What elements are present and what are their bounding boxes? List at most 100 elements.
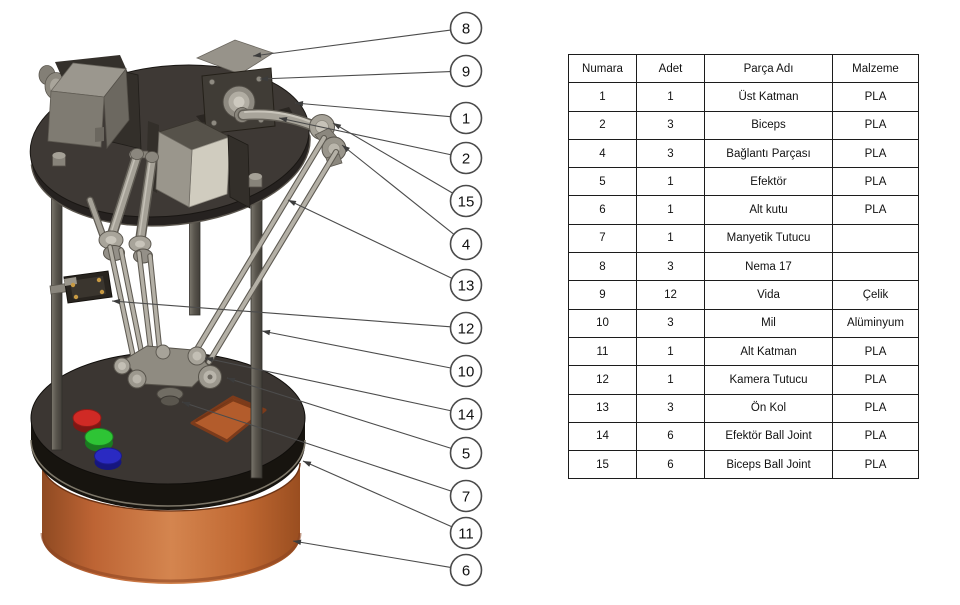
bom-cell: PLA: [832, 167, 919, 197]
bom-cell: 15: [568, 450, 637, 480]
bom-cell: 4: [568, 138, 637, 169]
bom-cell: 3: [636, 393, 705, 423]
bom-cell: 11: [568, 336, 637, 367]
balloon-circle: [449, 397, 483, 431]
bom-cell: [832, 223, 919, 254]
callout-13: 13: [287, 199, 483, 302]
balloon-number: 7: [462, 488, 470, 505]
balloon-number: 11: [458, 525, 474, 542]
leader-line: [292, 540, 451, 568]
arrowhead: [262, 329, 271, 336]
balloon-number: 10: [458, 363, 475, 380]
arrowhead: [112, 298, 121, 305]
balloon-circle: [449, 54, 483, 88]
bom-cell: 3: [636, 252, 705, 282]
support-rod-right: [250, 159, 263, 479]
callout-14: 14: [204, 357, 483, 431]
balloon-circle: [449, 227, 483, 261]
arrowhead: [205, 357, 214, 363]
arrowhead: [182, 401, 191, 408]
bom-cell: Biceps Ball Joint: [704, 450, 833, 480]
bom-cell: PLA: [832, 138, 919, 169]
callout-2: 2: [278, 117, 483, 175]
leader-line: [278, 117, 451, 156]
bom-cell: 7: [568, 223, 637, 254]
ball-joint-cluster-right: [309, 114, 347, 168]
bom-cell: Vida: [704, 280, 833, 310]
balloon-number: 6: [462, 562, 470, 579]
bom-cell: 1: [636, 223, 705, 254]
balloon-number: 8: [462, 20, 470, 37]
callout-5: 5: [226, 377, 483, 470]
arrowhead: [295, 101, 304, 107]
balloon-circle: [449, 101, 483, 135]
balloon-number: 9: [462, 63, 470, 80]
arrowhead: [303, 461, 312, 467]
bom-cell: Manyetik Tutucu: [704, 223, 833, 254]
forearm-rods-left: [107, 244, 164, 366]
callout-9: 9: [259, 54, 483, 88]
bom-cell: 6: [568, 195, 637, 225]
arrowhead: [279, 117, 288, 123]
stepper-motor-left: [38, 55, 142, 150]
leader-line: [287, 199, 453, 279]
leader-line: [302, 460, 453, 528]
balloon-circle: [449, 479, 483, 513]
base-box: [40, 462, 302, 584]
camera-holder: [49, 270, 113, 304]
motor-shaft-boss: [222, 85, 256, 123]
bom-cell: 14: [568, 421, 637, 452]
bom-cell: 6: [636, 450, 705, 480]
callout-10: 10: [261, 329, 483, 388]
bom-cell: Biceps: [704, 110, 833, 140]
arrowhead: [293, 539, 302, 545]
bom-cell: 6: [636, 421, 705, 452]
bom-cell: 2: [568, 110, 637, 140]
arrowhead: [342, 145, 350, 153]
balloon-circle: [449, 436, 483, 470]
bom-cell: PLA: [832, 421, 919, 452]
callout-7: 7: [181, 401, 483, 513]
bom-cell: PLA: [832, 450, 919, 480]
bom-cell: 1: [636, 336, 705, 367]
balloon-number: 2: [462, 150, 470, 167]
column-header: Parça Adı: [704, 53, 833, 84]
balloon-number: 1: [462, 110, 470, 127]
effector: [113, 344, 222, 407]
balloon-circle: [449, 354, 483, 388]
bom-cell: 1: [636, 167, 705, 197]
callout-15: 15: [332, 122, 483, 218]
bom-cell: Üst Katman: [704, 82, 833, 112]
callout-12: 12: [111, 298, 483, 345]
arrowhead: [227, 377, 236, 383]
bom-cell: PLA: [832, 393, 919, 423]
balloon-number: 12: [458, 320, 475, 337]
column-header: Numara: [568, 53, 637, 84]
bom-cell: 12: [568, 365, 637, 395]
bom-cell: 9: [568, 280, 637, 310]
support-rod-left: [51, 162, 63, 451]
forearm-rods-right: [194, 135, 339, 365]
bom-cell: 8: [568, 252, 637, 282]
column-header: Adet: [636, 53, 705, 84]
bom-cell: 3: [636, 308, 705, 338]
arrowhead: [260, 75, 269, 82]
bom-cell: 3: [636, 138, 705, 169]
bom-cell: 1: [636, 195, 705, 225]
balloon-circle: [449, 268, 483, 302]
bom-cell: PLA: [832, 82, 919, 112]
column-header: Malzeme: [832, 53, 919, 84]
leader-line: [226, 377, 452, 449]
button-green: [84, 428, 114, 452]
